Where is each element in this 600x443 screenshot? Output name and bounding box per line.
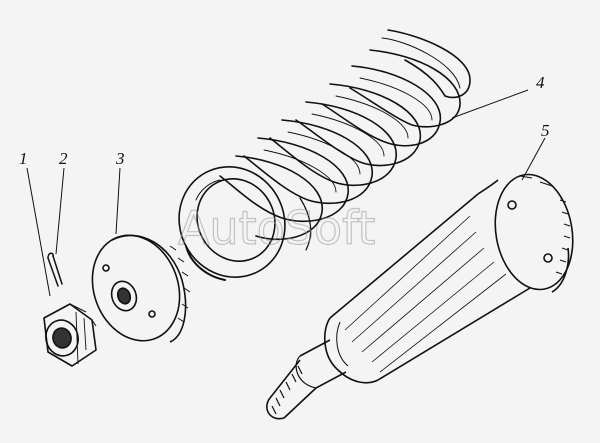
coil-spring <box>178 29 471 281</box>
callout-1: 1 <box>19 149 28 168</box>
leader-line-3 <box>115 167 121 235</box>
callout-3: 3 <box>115 149 125 168</box>
leader-lines <box>26 89 546 297</box>
leader-line-4 <box>451 89 529 119</box>
callout-4: 4 <box>536 73 545 92</box>
leader-line-5 <box>521 137 546 181</box>
watermark: AutoSoft <box>178 201 376 255</box>
leader-line-2 <box>55 167 65 255</box>
leader-line-1 <box>26 167 51 297</box>
callout-2: 2 <box>59 149 68 168</box>
callout-labels: 1 2 3 4 5 <box>19 73 550 168</box>
cotter-pin <box>47 252 63 287</box>
shaft-with-flange <box>266 173 574 420</box>
nut <box>43 303 97 367</box>
callout-5: 5 <box>541 121 550 140</box>
washer <box>91 234 191 343</box>
